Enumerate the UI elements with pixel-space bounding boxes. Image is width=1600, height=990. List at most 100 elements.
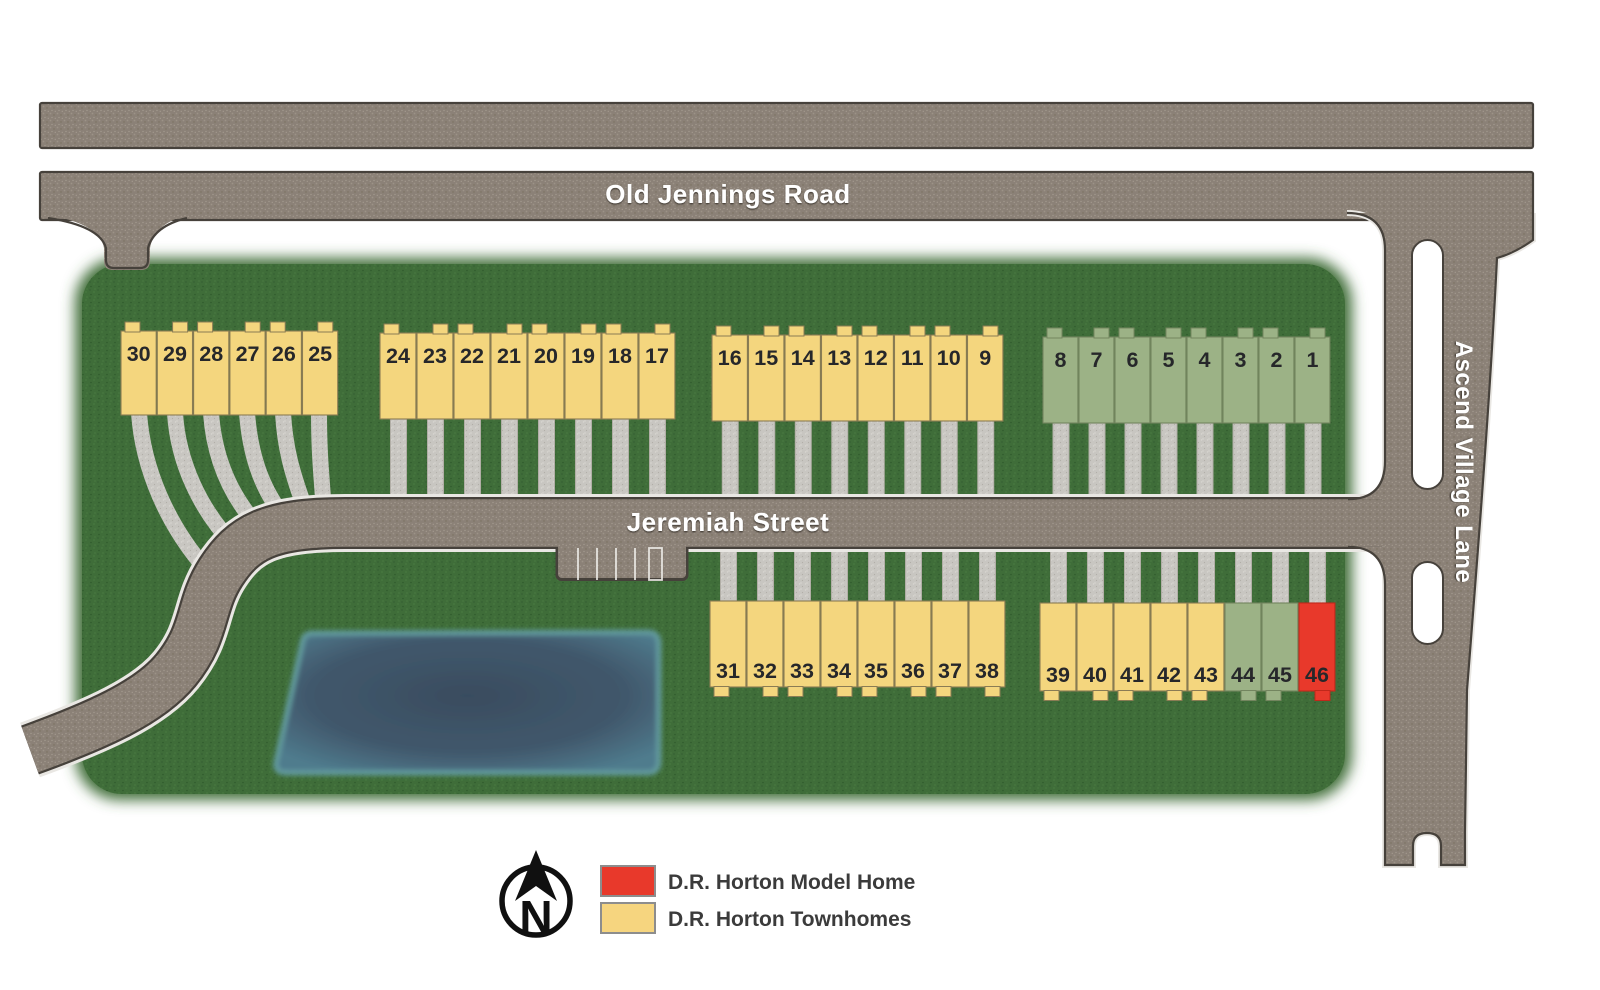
lot-36[interactable]: 36 [894,600,932,697]
lot-parcel[interactable] [930,334,967,422]
legend: D.R. Horton Model Home D.R. Horton Townh… [600,865,915,934]
lot-35[interactable]: 35 [857,600,895,697]
lot-37[interactable]: 37 [931,600,969,697]
lot-28[interactable]: 28 [193,321,230,416]
lot-parcel[interactable] [747,334,785,422]
lot-12[interactable]: 12 [857,325,894,422]
lot-parcel[interactable] [1224,602,1262,692]
lot-6[interactable]: 6 [1114,327,1151,424]
lot-parcel[interactable] [1150,602,1188,692]
lot-4[interactable]: 4 [1186,327,1223,424]
lot-10[interactable]: 10 [930,325,967,422]
lot-13[interactable]: 13 [820,325,858,422]
lot-2[interactable]: 2 [1258,327,1295,424]
lot-number: 22 [460,344,484,368]
lot-parcel[interactable] [416,332,454,420]
lot-parcel[interactable] [820,334,858,422]
lot-9[interactable]: 9 [966,325,1004,422]
lot-43[interactable]: 43 [1187,602,1225,701]
lot-parcel[interactable] [1150,336,1187,424]
lot-parcel[interactable] [966,334,1004,422]
lot-3[interactable]: 3 [1222,327,1259,424]
lot-parcel[interactable] [638,332,676,420]
lot-parcel[interactable] [564,332,602,420]
lot-41[interactable]: 41 [1113,602,1151,701]
lot-parcel[interactable] [229,330,266,416]
lot-garage-tab [605,323,622,335]
lot-parcel[interactable] [193,330,230,416]
lot-parcel[interactable] [1261,602,1299,692]
lot-parcel[interactable] [527,332,565,420]
lot-34[interactable]: 34 [820,600,858,697]
lot-parcel[interactable] [1042,336,1079,424]
lot-parcel[interactable] [453,332,491,420]
lot-parcel[interactable] [379,332,417,420]
lot-parcel[interactable] [1186,336,1223,424]
junction-fillet [1348,461,1385,500]
lot-number: 12 [864,346,888,370]
jeremiah-street-label: Jeremiah Street [627,507,830,537]
lot-1[interactable]: 1 [1294,327,1331,424]
lot-26[interactable]: 26 [265,321,302,416]
lot-33[interactable]: 33 [783,600,821,697]
lot-parcel[interactable] [1113,602,1151,692]
lot-parcel[interactable] [1039,602,1077,692]
lot-38[interactable]: 38 [968,600,1006,697]
lot-parcel[interactable] [968,600,1006,688]
lot-parcel[interactable] [857,600,895,688]
lot-14[interactable]: 14 [784,325,821,422]
lot-parcel[interactable] [120,330,157,416]
lot-39[interactable]: 39 [1039,602,1077,701]
lot-parcel[interactable] [265,330,302,416]
roads [20,101,1536,868]
lot-parcel[interactable] [711,334,748,422]
lot-40[interactable]: 40 [1076,602,1114,701]
lot-17[interactable]: 17 [638,323,676,420]
lot-garage-tab [982,325,999,337]
lot-46[interactable]: 46 [1298,602,1336,701]
lot-42[interactable]: 42 [1150,602,1188,701]
lot-parcel[interactable] [1114,336,1151,424]
lot-parcel[interactable] [490,332,528,420]
lot-18[interactable]: 18 [601,323,639,420]
lot-24[interactable]: 24 [379,323,417,420]
lot-20[interactable]: 20 [527,323,565,420]
lot-parcel[interactable] [1298,602,1336,692]
lot-parcel[interactable] [820,600,858,688]
driveway-lot-30 [131,412,212,574]
lot-29[interactable]: 29 [156,321,194,416]
top-road [38,101,1535,150]
lot-44[interactable]: 44 [1224,602,1262,701]
lot-parcel[interactable] [709,600,747,688]
lot-45[interactable]: 45 [1261,602,1299,701]
lot-number: 6 [1127,348,1139,372]
lot-parcel[interactable] [784,334,821,422]
lot-23[interactable]: 23 [416,323,454,420]
lot-15[interactable]: 15 [747,325,785,422]
lot-19[interactable]: 19 [564,323,602,420]
lot-garage-tab [1309,327,1326,339]
lot-16[interactable]: 16 [711,325,748,422]
lot-11[interactable]: 11 [893,325,931,422]
lot-21[interactable]: 21 [490,323,528,420]
lot-garage-tab [1166,690,1183,701]
lot-27[interactable]: 27 [229,321,266,416]
road-median [1411,239,1444,490]
lot-30[interactable]: 30 [120,321,157,416]
lot-parcel[interactable] [1187,602,1225,692]
lot-25[interactable]: 25 [301,321,339,416]
lot-parcel[interactable] [601,332,639,420]
lot-32[interactable]: 32 [746,600,784,697]
lot-7[interactable]: 7 [1078,327,1115,424]
lot-8[interactable]: 8 [1042,327,1079,424]
lot-31[interactable]: 31 [709,600,747,697]
lot-parcel[interactable] [1076,602,1114,692]
lot-22[interactable]: 22 [453,323,491,420]
lot-parcel[interactable] [1294,336,1331,424]
lot-number: 42 [1157,663,1181,687]
lot-number: 23 [423,344,447,368]
lot-number: 30 [127,342,151,366]
lot-parcel[interactable] [1258,336,1295,424]
lot-5[interactable]: 5 [1150,327,1187,424]
